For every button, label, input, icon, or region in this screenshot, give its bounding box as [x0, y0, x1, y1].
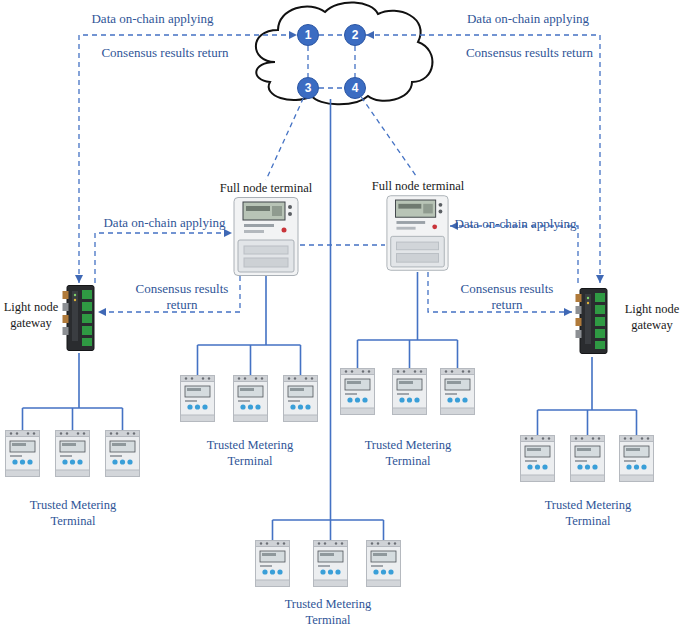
- metering-device: [393, 369, 427, 415]
- full-node-meter: [234, 198, 298, 276]
- dashed-connector: [428, 272, 572, 312]
- metering-device: [571, 436, 605, 482]
- node-label: Light node gateway: [622, 301, 682, 333]
- edge-label: Data on-chain applying: [97, 215, 232, 231]
- metering-device: [314, 541, 348, 587]
- chain-node-circle: 4: [344, 77, 366, 99]
- flow-label: Consensus results return: [80, 45, 250, 61]
- edge-label: Consensus results return: [123, 281, 241, 313]
- metering-device: [521, 436, 555, 482]
- metering-device: [6, 431, 40, 477]
- dashed-connector: [450, 226, 578, 283]
- wire-connector: [23, 353, 123, 430]
- dashed-connector: [307, 46, 308, 77]
- metering-device: [181, 376, 215, 422]
- metering-group: Trusted Metering Terminal: [338, 368, 478, 472]
- light-node-gateway: Light node gateway: [572, 283, 683, 357]
- gateway-device: [576, 289, 608, 354]
- metering-device: [441, 369, 475, 415]
- callout-number: 3: [305, 81, 312, 95]
- node-label: Full node terminal: [205, 180, 327, 196]
- dashed-connector: [300, 244, 385, 245]
- node-label: Trusted Metering Terminal: [532, 497, 644, 529]
- flow-label: Consensus results return: [447, 45, 612, 61]
- node-label: Trusted Metering Terminal: [17, 497, 129, 529]
- dashed-connector: [354, 46, 355, 77]
- edge-label: Consensus results return: [448, 281, 566, 313]
- metering-device: [256, 541, 290, 587]
- metering-group: Trusted Metering Terminal: [3, 430, 143, 532]
- callout-number: 1: [305, 28, 312, 42]
- chain-node-circle: 3: [297, 77, 319, 99]
- metering-group: Trusted Metering Terminal: [253, 540, 403, 631]
- callout-number: 2: [352, 28, 359, 42]
- dashed-connector: [266, 98, 303, 180]
- node-label: Trusted Metering Terminal: [272, 596, 384, 628]
- dashed-connector: [319, 87, 344, 88]
- metering-device: [284, 376, 318, 422]
- metering-device: [106, 431, 140, 477]
- metering-device: [341, 369, 375, 415]
- wire-connector: [358, 272, 458, 368]
- chain-node-circle: 1: [297, 24, 319, 46]
- full-node-meter: [387, 196, 448, 271]
- dashed-connector: [319, 34, 344, 35]
- metering-device: [367, 541, 401, 587]
- dashed-connector: [366, 35, 600, 283]
- metering-device: [620, 436, 654, 482]
- node-label: Full node terminal: [357, 178, 479, 194]
- full-node-terminal: Full node terminal: [232, 180, 300, 276]
- edge-label: Data on-chain applying: [70, 11, 235, 27]
- edge-label: Data on-chain applying: [448, 11, 608, 27]
- callout-number: 4: [352, 81, 359, 95]
- dashed-connector: [79, 35, 297, 283]
- dashed-connector: [361, 97, 417, 178]
- gateway-device: [63, 286, 95, 351]
- metering-device: [56, 431, 90, 477]
- node-label: Trusted Metering Terminal: [194, 437, 306, 469]
- dashed-connector: [95, 233, 232, 283]
- node-label: Trusted Metering Terminal: [352, 437, 464, 469]
- light-node-gateway: Light node gateway: [2, 283, 98, 353]
- wire-connector: [538, 357, 637, 435]
- metering-group: Trusted Metering Terminal: [518, 435, 658, 532]
- cloud-outline: [256, 2, 433, 104]
- metering-device: [234, 376, 268, 422]
- dashed-connector: [98, 276, 240, 312]
- node-label: Light node gateway: [2, 299, 60, 331]
- full-node-terminal: Full node terminal: [385, 178, 450, 272]
- edge-label: Data on-chain applying: [448, 216, 583, 232]
- metering-group: Trusted Metering Terminal: [178, 375, 322, 472]
- cloud-trunk-line: [273, 99, 384, 540]
- chain-node-circle: 2: [344, 24, 366, 46]
